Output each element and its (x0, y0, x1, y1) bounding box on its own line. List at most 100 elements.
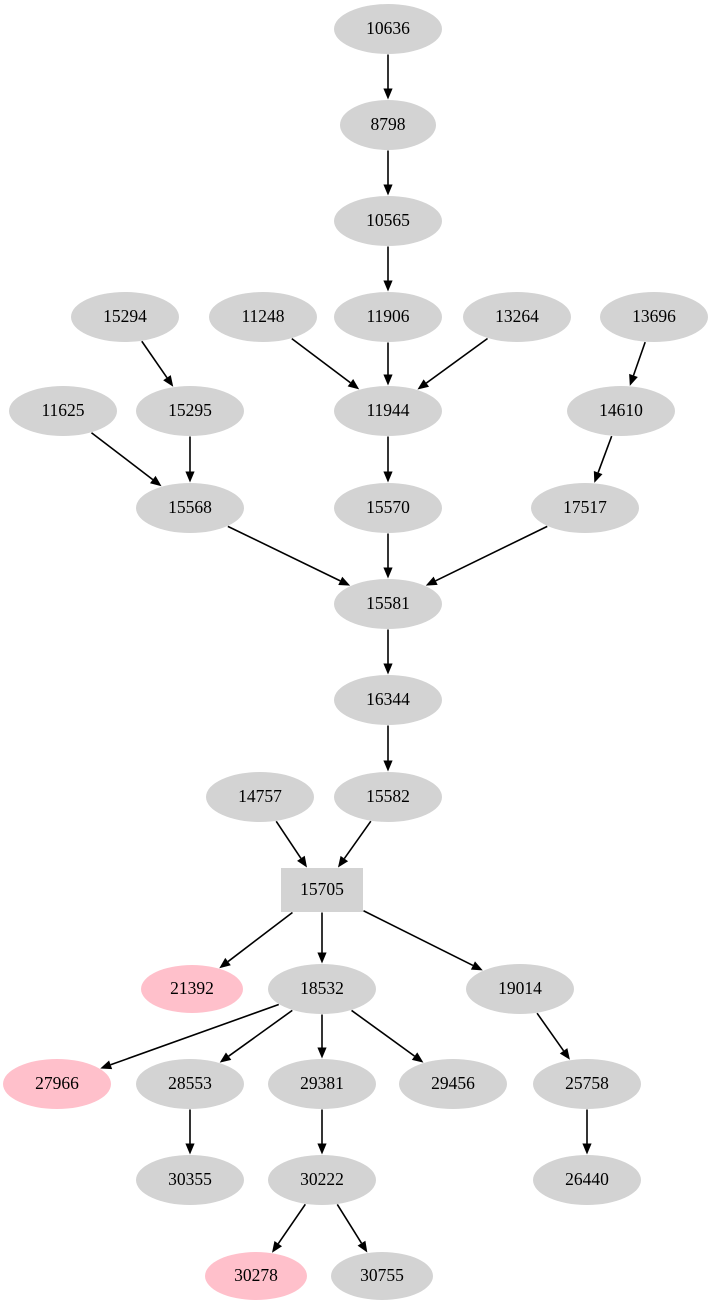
node-ellipse-shape[interactable] (533, 1059, 641, 1109)
node-ellipse-shape[interactable] (334, 772, 442, 822)
graph-node-28553[interactable]: 28553 (136, 1059, 244, 1109)
node-ellipse-shape[interactable] (600, 292, 708, 342)
graph-edge (383, 246, 393, 292)
graph-node-15294[interactable]: 15294 (71, 292, 179, 342)
graph-node-30222[interactable]: 30222 (268, 1155, 376, 1205)
graph-node-27966[interactable]: 27966 (3, 1059, 111, 1109)
graph-edge (383, 725, 393, 772)
arrowhead-icon (383, 88, 393, 100)
graph-edge (272, 1203, 306, 1253)
graph-node-11944[interactable]: 11944 (334, 386, 442, 436)
graph-edge (383, 342, 393, 386)
graph-node-17517[interactable]: 17517 (531, 483, 639, 533)
node-ellipse-shape[interactable] (463, 292, 571, 342)
graph-edge (536, 1012, 570, 1060)
node-ellipse-shape[interactable] (206, 772, 314, 822)
graph-node-30755[interactable]: 30755 (331, 1252, 433, 1300)
graph-node-8798[interactable]: 8798 (340, 100, 436, 150)
node-ellipse-shape[interactable] (340, 100, 436, 150)
node-ellipse-shape[interactable] (399, 1059, 507, 1109)
arrowhead-icon (219, 1052, 232, 1063)
arrowhead-icon (185, 471, 195, 483)
graph-node-13696[interactable]: 13696 (600, 292, 708, 342)
graph-edge (141, 340, 174, 387)
node-ellipse-shape[interactable] (136, 1155, 244, 1205)
graph-node-14610[interactable]: 14610 (567, 386, 675, 436)
node-ellipse-shape[interactable] (334, 579, 442, 629)
graph-edge (90, 432, 162, 487)
arrowhead-icon (383, 374, 393, 386)
node-ellipse-shape[interactable] (334, 675, 442, 725)
graph-node-26440[interactable]: 26440 (533, 1155, 641, 1205)
graph-node-15705[interactable]: 15705 (281, 868, 363, 912)
graph-node-29456[interactable]: 29456 (399, 1059, 507, 1109)
graph-edge (383, 629, 393, 675)
edge-line (336, 1204, 363, 1244)
node-ellipse-shape[interactable] (3, 1059, 111, 1109)
graph-node-15570[interactable]: 15570 (334, 483, 442, 533)
arrowhead-icon (337, 855, 349, 868)
arrowhead-icon (317, 1143, 327, 1155)
node-ellipse-shape[interactable] (268, 1155, 376, 1205)
graph-node-10565[interactable]: 10565 (334, 196, 442, 246)
graph-node-15582[interactable]: 15582 (334, 772, 442, 822)
graph-node-16344[interactable]: 16344 (334, 675, 442, 725)
arrowhead-icon (383, 280, 393, 292)
graph-node-15568[interactable]: 15568 (136, 483, 244, 533)
node-box-shape[interactable] (281, 868, 363, 912)
graph-node-18532[interactable]: 18532 (268, 964, 376, 1014)
graph-node-11906[interactable]: 11906 (334, 292, 442, 342)
node-ellipse-shape[interactable] (531, 483, 639, 533)
graph-node-13264[interactable]: 13264 (463, 292, 571, 342)
graph-node-14757[interactable]: 14757 (206, 772, 314, 822)
node-ellipse-shape[interactable] (466, 964, 574, 1014)
graph-node-15295[interactable]: 15295 (136, 386, 244, 436)
arrowhead-icon (150, 475, 162, 487)
node-ellipse-shape[interactable] (334, 196, 442, 246)
node-ellipse-shape[interactable] (136, 1059, 244, 1109)
edge-line (597, 435, 613, 473)
graph-node-21392[interactable]: 21392 (141, 965, 243, 1013)
nodes-layer: 10636 8798 10565 15294 11248 11906 13264 13696 1… (3, 4, 708, 1300)
edge-line (435, 525, 548, 582)
arrowhead-icon (317, 952, 327, 964)
node-ellipse-shape[interactable] (136, 483, 244, 533)
node-ellipse-shape[interactable] (331, 1252, 433, 1300)
arrowhead-icon (417, 379, 430, 390)
graph-node-30355[interactable]: 30355 (136, 1155, 244, 1205)
node-ellipse-shape[interactable] (334, 386, 442, 436)
arrowhead-icon (383, 184, 393, 196)
edge-line (425, 337, 489, 384)
edge-line (632, 341, 646, 376)
node-ellipse-shape[interactable] (334, 4, 442, 54)
graph-node-15581[interactable]: 15581 (334, 579, 442, 629)
graph-edge (219, 911, 293, 969)
node-ellipse-shape[interactable] (334, 292, 442, 342)
node-ellipse-shape[interactable] (71, 292, 179, 342)
node-ellipse-shape[interactable] (567, 386, 675, 436)
node-ellipse-shape[interactable] (268, 1059, 376, 1109)
graph-node-11625[interactable]: 11625 (9, 386, 117, 436)
node-ellipse-shape[interactable] (136, 386, 244, 436)
graph-node-11248[interactable]: 11248 (209, 292, 317, 342)
graph-node-19014[interactable]: 19014 (466, 964, 574, 1014)
node-ellipse-shape[interactable] (141, 965, 243, 1013)
graph-edge (185, 1109, 195, 1155)
graph-node-29381[interactable]: 29381 (268, 1059, 376, 1109)
edge-line (351, 1009, 416, 1057)
edge-line (90, 432, 154, 481)
arrowhead-icon (357, 1240, 368, 1253)
node-ellipse-shape[interactable] (205, 1252, 307, 1300)
node-ellipse-shape[interactable] (533, 1155, 641, 1205)
node-ellipse-shape[interactable] (9, 386, 117, 436)
graph-node-25758[interactable]: 25758 (533, 1059, 641, 1109)
node-ellipse-shape[interactable] (209, 292, 317, 342)
node-ellipse-shape[interactable] (268, 964, 376, 1014)
graph-node-10636[interactable]: 10636 (334, 4, 442, 54)
arrowhead-icon (272, 1241, 283, 1253)
graph-edge (363, 910, 483, 971)
edge-line (110, 1003, 280, 1066)
node-ellipse-shape[interactable] (334, 483, 442, 533)
edge-line (227, 525, 341, 582)
graph-node-30278[interactable]: 30278 (205, 1252, 307, 1300)
